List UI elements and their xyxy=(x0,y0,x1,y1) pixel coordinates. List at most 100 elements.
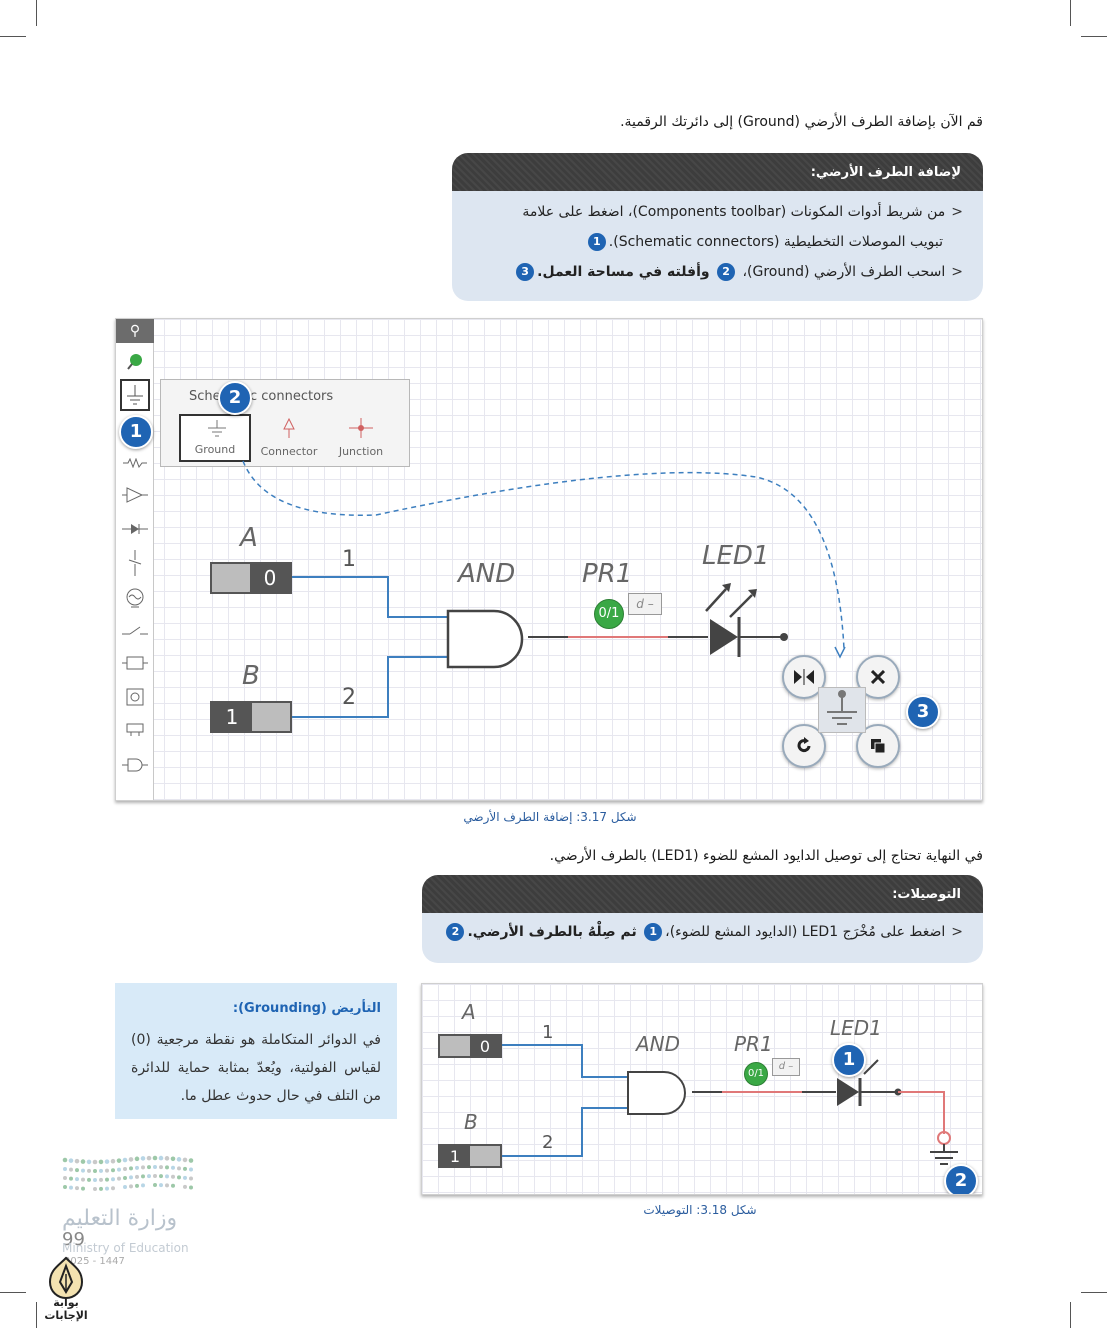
switch-a[interactable]: 0 xyxy=(210,562,292,594)
display-icon[interactable] xyxy=(116,715,154,743)
wire-label-2: 2 xyxy=(342,685,356,710)
logo-dot xyxy=(81,1168,85,1173)
switch-b-value: 1 xyxy=(449,1147,461,1166)
logo-dot xyxy=(99,1177,103,1182)
logo-dot xyxy=(158,1155,164,1161)
logo-dot xyxy=(189,1167,193,1172)
crop-mark xyxy=(1081,1292,1107,1293)
logo-dot xyxy=(93,1186,97,1191)
callout-1: 1 xyxy=(119,415,153,449)
schematic-workspace[interactable]: ⚲ Schematic connectors Ground Connector … xyxy=(115,318,983,801)
switch-b[interactable]: 1 xyxy=(210,701,292,733)
logo-dot xyxy=(128,1157,134,1162)
logo-dot xyxy=(140,1156,146,1161)
logo-dot xyxy=(141,1165,145,1170)
callout-3: 3 xyxy=(906,695,940,729)
switch-a[interactable]: 0 xyxy=(438,1034,502,1058)
buffer-gate-icon[interactable] xyxy=(116,481,154,509)
steps-box-title: لإضافة الطرف الأرضي: xyxy=(452,153,983,191)
switch-icon[interactable] xyxy=(116,617,154,645)
crop-mark xyxy=(36,1302,37,1328)
logo-dot xyxy=(81,1186,85,1191)
logo-dot xyxy=(111,1177,115,1182)
step-number-badge: 2 xyxy=(446,923,465,941)
step-line: <من شريط أدوات المكونات (Components tool… xyxy=(522,204,963,220)
ground-icon xyxy=(827,690,857,725)
logo-dot xyxy=(147,1174,151,1179)
callout-2: 2 xyxy=(944,1164,978,1194)
ground-tool[interactable]: Ground xyxy=(179,414,251,462)
search-icon[interactable]: ⚲ xyxy=(116,319,154,343)
probe-label: PR1 xyxy=(582,559,633,589)
step-number-badge: 2 xyxy=(717,263,736,281)
crop-mark xyxy=(0,36,26,37)
junction-tool[interactable]: Junction xyxy=(325,414,397,462)
input-label-a: A xyxy=(462,1000,476,1024)
ground-tool-label: Ground xyxy=(194,443,236,456)
step-number-badge: 1 xyxy=(644,923,663,941)
crop-mark xyxy=(0,1292,26,1293)
probe-delay-tag: d – xyxy=(772,1058,800,1076)
and-gate-tool-icon[interactable] xyxy=(116,751,154,779)
logo-dot xyxy=(171,1183,175,1188)
connections-box-title: التوصيلات: xyxy=(422,875,983,913)
grounding-note-title: التأريض (Grounding): xyxy=(232,1001,381,1016)
logo-dot xyxy=(135,1165,139,1170)
duplicate-icon[interactable] xyxy=(856,724,900,768)
relay-icon[interactable] xyxy=(116,649,154,677)
circuit-wires-2 xyxy=(502,1044,958,1165)
logo-dot xyxy=(183,1184,187,1189)
logo-dot xyxy=(104,1159,110,1164)
logo-dot xyxy=(177,1175,181,1180)
junction-icon xyxy=(349,418,373,438)
steps-box-body: <من شريط أدوات المكونات (Components tool… xyxy=(452,191,983,301)
connector-tool[interactable]: Connector xyxy=(253,414,325,462)
page-number: 99 xyxy=(62,1229,85,1250)
logo-dot xyxy=(135,1174,139,1179)
gate-label: AND xyxy=(458,559,516,589)
logo-dot xyxy=(87,1168,91,1173)
probe-delay-tag: d – xyxy=(628,593,662,615)
logo-dot xyxy=(117,1167,121,1172)
logo-dot xyxy=(123,1167,127,1172)
logo-dot xyxy=(183,1175,187,1180)
probe-label: PR1 xyxy=(734,1032,773,1056)
logo-dot xyxy=(171,1165,175,1170)
probe-pr1[interactable]: 0/1 xyxy=(744,1062,768,1086)
ministry-name-en: Ministry of Education xyxy=(62,1241,189,1255)
schematic-workspace-2[interactable]: A B AND PR1 LED1 1 2 0 1 0/1 d – 1 2 xyxy=(421,983,983,1195)
switch-a-value: 0 xyxy=(479,1037,491,1056)
input-label-a: A xyxy=(240,523,258,553)
probe-tool-icon[interactable] xyxy=(116,347,154,375)
logo-dot xyxy=(75,1177,79,1182)
logo-dot xyxy=(98,1159,104,1165)
connections-box-body: <اضغط على مُخْرَج LED1 (الدايود المشع لل… xyxy=(422,913,983,963)
logo-dot xyxy=(69,1176,73,1181)
logo-dot xyxy=(146,1155,152,1161)
logo-dot xyxy=(111,1186,115,1191)
ic-icon[interactable] xyxy=(116,683,154,711)
wire-label-1: 1 xyxy=(342,547,356,572)
logo-dot xyxy=(75,1186,79,1191)
diode-icon[interactable] xyxy=(116,515,154,543)
switch-b[interactable]: 1 xyxy=(438,1144,502,1168)
ground-component[interactable] xyxy=(818,687,866,733)
logo-dot xyxy=(105,1186,109,1191)
logo-dot xyxy=(93,1168,97,1173)
lamp-icon[interactable] xyxy=(116,585,154,613)
figure-caption-2: شكل 3.18: التوصيلات xyxy=(643,1203,757,1217)
step-line: <اضغط على مُخْرَج LED1 (الدايود المشع لل… xyxy=(442,917,963,947)
logo-dot xyxy=(63,1176,67,1180)
callout-2: 2 xyxy=(218,381,252,415)
capacitor-icon[interactable] xyxy=(116,549,154,577)
logo-dot xyxy=(68,1158,74,1163)
resistor-icon[interactable] xyxy=(116,449,154,477)
logo-dot xyxy=(87,1177,91,1182)
logo-dot xyxy=(177,1166,181,1171)
ground-tab-icon[interactable] xyxy=(120,379,150,411)
circuit-wires xyxy=(242,460,846,718)
logo-dot xyxy=(74,1158,80,1164)
probe-pr1[interactable]: 0/1 xyxy=(594,599,624,629)
logo-dot xyxy=(171,1174,175,1179)
logo-dot xyxy=(81,1177,85,1182)
